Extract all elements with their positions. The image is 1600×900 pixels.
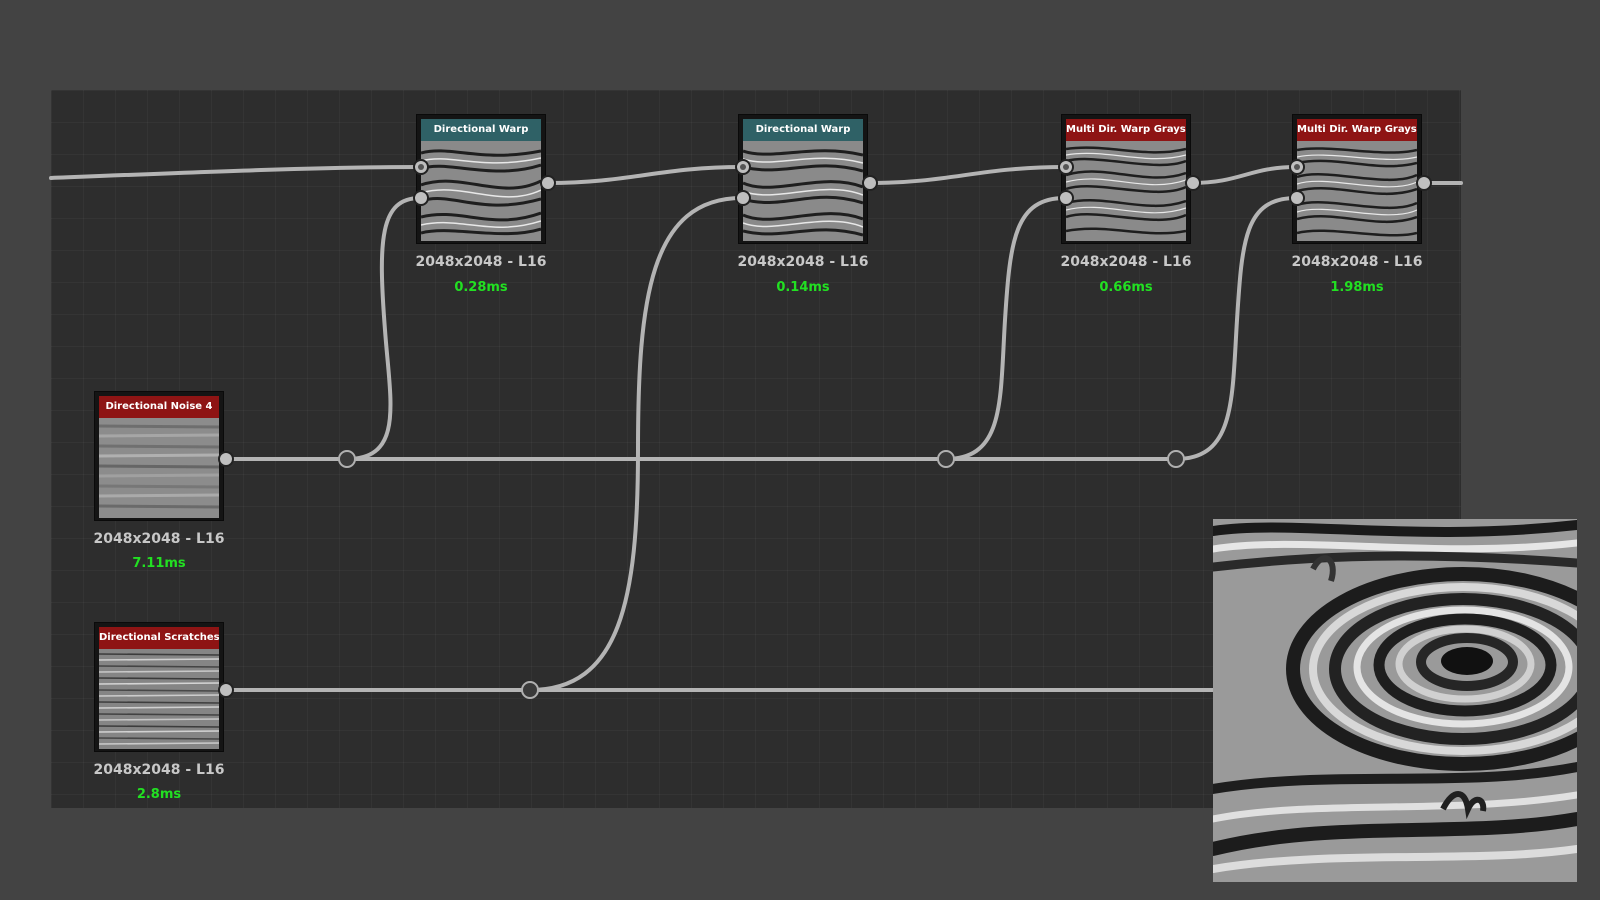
input-socket-icon[interactable] [1289, 190, 1305, 206]
node-resolution: 2048x2048 - L16 [1060, 254, 1192, 270]
node-title: Directional Noise 4 [99, 396, 219, 418]
node-time: 7.11ms [132, 556, 186, 571]
output-socket-icon[interactable] [218, 682, 234, 698]
reroute-dot-icon[interactable] [338, 450, 356, 468]
input-socket-icon[interactable] [735, 190, 751, 206]
node-title: Directional Scratches [99, 627, 219, 649]
noise-thumbnail [99, 418, 219, 518]
input-socket-ring-icon[interactable] [1289, 159, 1305, 175]
node-time: 2.8ms [136, 787, 182, 802]
output-socket-icon[interactable] [1185, 175, 1201, 191]
output-socket-icon[interactable] [862, 175, 878, 191]
warp-thumbnail [743, 141, 863, 241]
warp-thumbnail [1066, 141, 1186, 241]
node-directional-scratches[interactable]: Directional Scratches [94, 622, 224, 752]
node-time: 0.28ms [454, 280, 508, 295]
node-resolution: 2048x2048 - L16 [1291, 254, 1423, 270]
reroute-dot-icon[interactable] [1167, 450, 1185, 468]
input-socket-ring-icon[interactable] [1058, 159, 1074, 175]
node-resolution: 2048x2048 - L16 [93, 762, 225, 778]
node-directional-warp-1[interactable]: Directional Warp [416, 114, 546, 244]
output-socket-icon[interactable] [218, 451, 234, 467]
node-directional-noise-4[interactable]: Directional Noise 4 [94, 391, 224, 521]
node-title: Directional Warp [421, 119, 541, 141]
input-socket-icon[interactable] [413, 190, 429, 206]
node-time: 0.14ms [776, 280, 830, 295]
node-resolution: 2048x2048 - L16 [415, 254, 547, 270]
node-title: Multi Dir. Warp Grayscale [1066, 119, 1186, 141]
warp-thumbnail [1297, 141, 1417, 241]
node-time: 0.66ms [1099, 280, 1153, 295]
input-socket-icon[interactable] [1058, 190, 1074, 206]
node-title: Directional Warp [743, 119, 863, 141]
node-title: Multi Dir. Warp Grayscale [1297, 119, 1417, 141]
reroute-dot-icon[interactable] [937, 450, 955, 468]
output-socket-icon[interactable] [1416, 175, 1432, 191]
wood-grain-preview [1213, 519, 1577, 882]
node-directional-warp-2[interactable]: Directional Warp [738, 114, 868, 244]
reroute-dot-icon[interactable] [521, 681, 539, 699]
node-time: 1.98ms [1330, 280, 1384, 295]
node-multi-dir-warp-1[interactable]: Multi Dir. Warp Grayscale [1061, 114, 1191, 244]
input-socket-ring-icon[interactable] [735, 159, 751, 175]
node-resolution: 2048x2048 - L16 [93, 531, 225, 547]
scratches-thumbnail [99, 649, 219, 749]
output-socket-icon[interactable] [540, 175, 556, 191]
warp-thumbnail [421, 141, 541, 241]
input-socket-ring-icon[interactable] [413, 159, 429, 175]
node-multi-dir-warp-2[interactable]: Multi Dir. Warp Grayscale [1292, 114, 1422, 244]
node-resolution: 2048x2048 - L16 [737, 254, 869, 270]
result-preview-image [1213, 519, 1577, 882]
